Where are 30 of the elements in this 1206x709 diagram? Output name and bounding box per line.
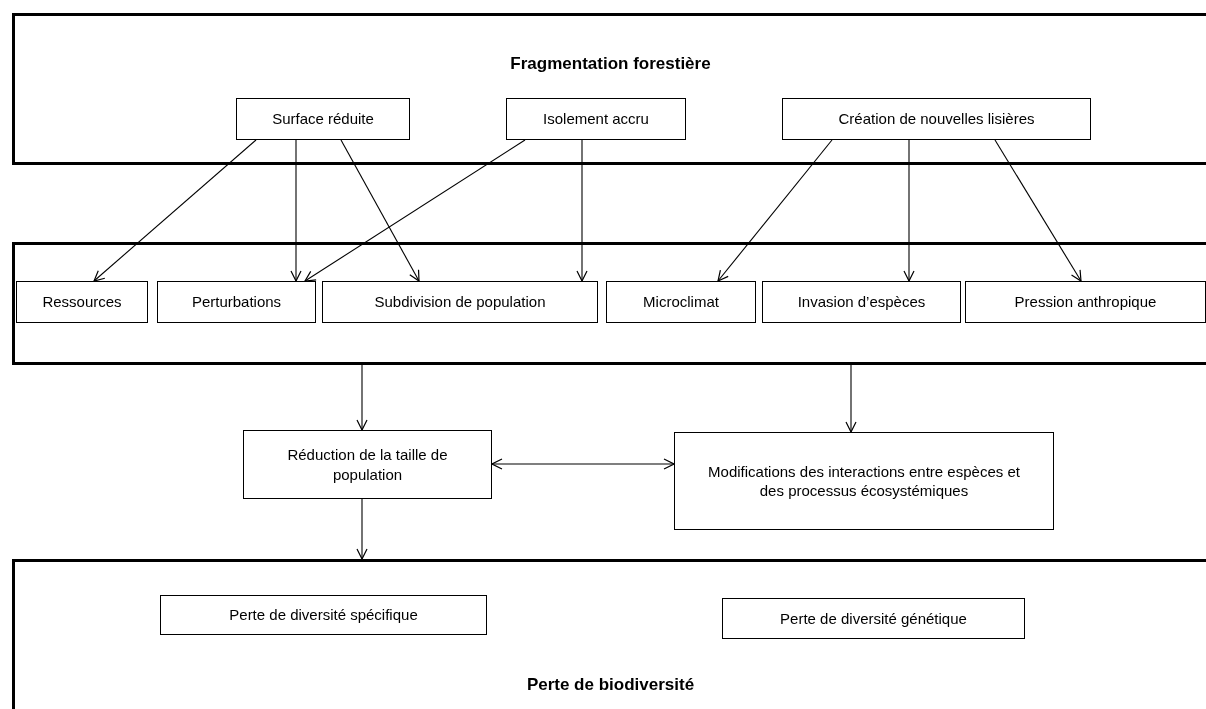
arrow: [994, 139, 1082, 282]
group-band: [12, 559, 1206, 709]
process-box: Création de nouvelles lisières: [782, 98, 1091, 140]
arrow: [290, 139, 302, 282]
process-box: Pression anthropique: [965, 281, 1206, 323]
arrow: [356, 498, 368, 560]
arrow: [576, 139, 588, 282]
process-box: Microclimat: [606, 281, 756, 323]
process-box: Réduction de la taille de population: [243, 430, 492, 499]
process-box: Modifications des interactions entre espèces et des processus écosystémiques: [674, 432, 1054, 530]
group-band: [12, 13, 1206, 165]
process-box: Invasion d’espèces: [762, 281, 961, 323]
process-box: Perte de diversité spécifique: [160, 595, 487, 635]
arrow: [845, 364, 857, 433]
band-heading: Perte de biodiversité: [525, 675, 696, 695]
arrow: [93, 139, 257, 282]
arrow: [717, 139, 833, 282]
process-box: Subdivision de population: [322, 281, 598, 323]
process-box: Surface réduite: [236, 98, 410, 140]
process-box: Isolement accru: [506, 98, 686, 140]
group-band: [12, 242, 1206, 365]
arrow: [340, 139, 420, 282]
process-box: Ressources: [16, 281, 148, 323]
band-heading: Fragmentation forestière: [509, 54, 712, 74]
arrow: [304, 139, 526, 282]
arrow: [903, 139, 915, 282]
arrow: [356, 364, 368, 431]
process-box: Perte de diversité génétique: [722, 598, 1025, 639]
arrow: [491, 458, 675, 470]
process-box: Perturbations: [157, 281, 316, 323]
